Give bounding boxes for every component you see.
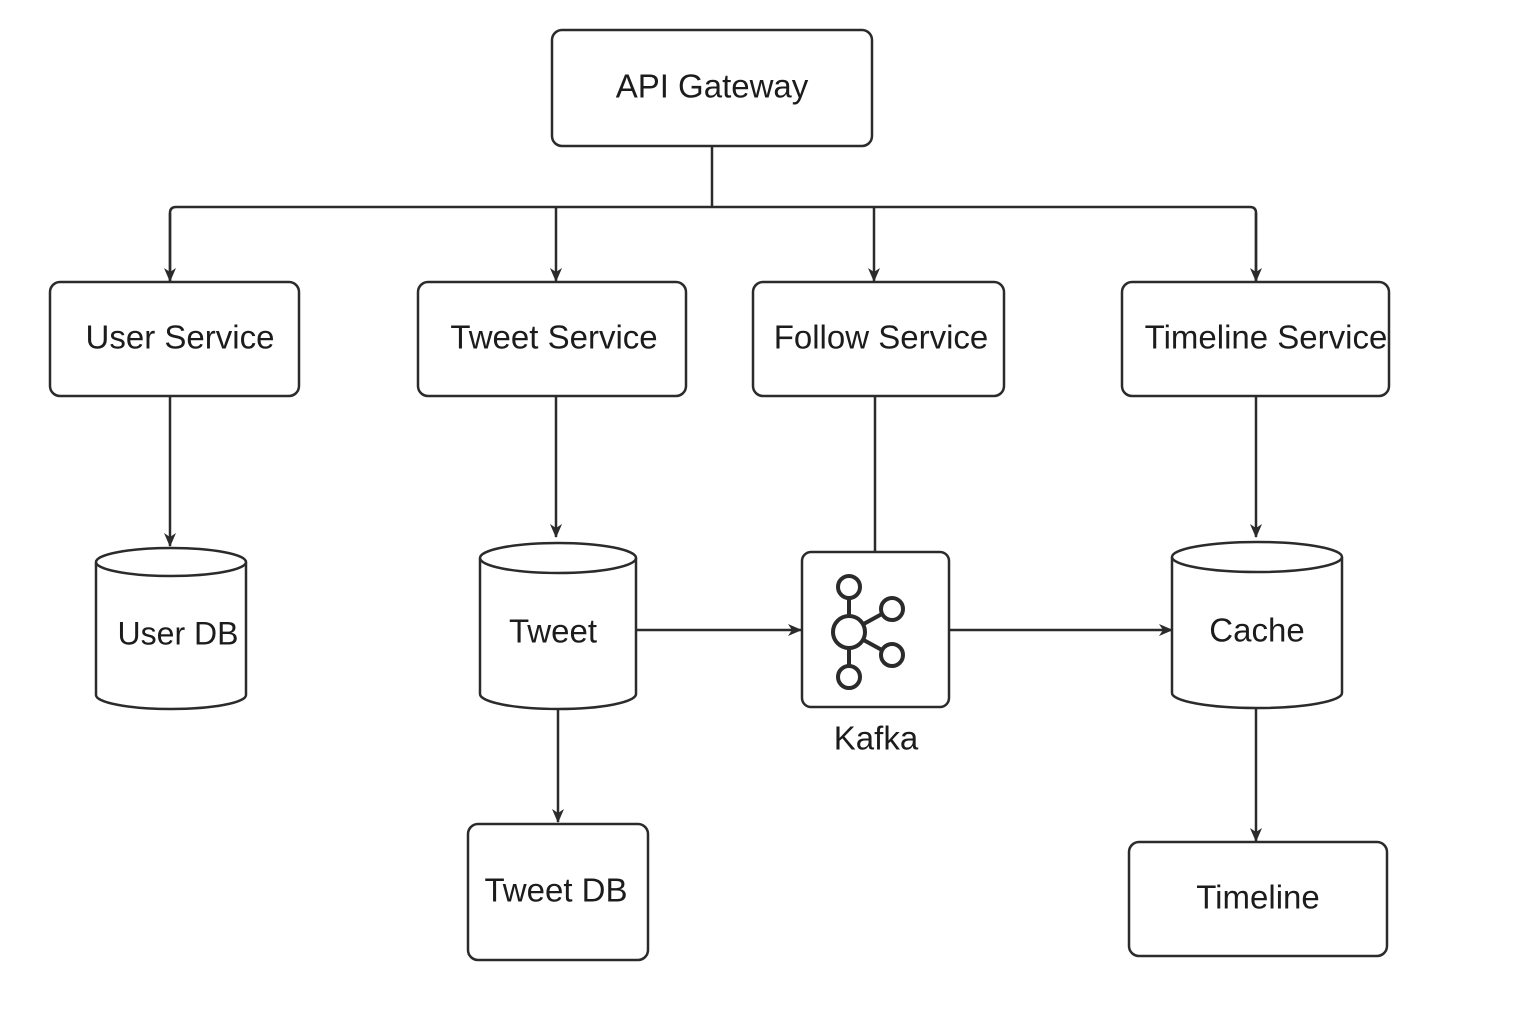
tweet-db-label: Tweet DB	[484, 872, 627, 909]
timeline-service-label: Timeline Service	[1145, 319, 1388, 356]
timeline-node: Timeline	[1127, 840, 1389, 958]
kafka-node: Kafka	[800, 550, 951, 757]
connectors	[164, 147, 1262, 842]
follow-service-label: Follow Service	[774, 319, 989, 356]
tweet-store-node: Tweet	[478, 541, 638, 711]
api-gateway-label: API Gateway	[616, 68, 809, 105]
timeline-label: Timeline	[1196, 879, 1319, 916]
user-db-node: User DB	[94, 546, 248, 711]
api-gateway-node: API Gateway	[550, 28, 874, 148]
tweet-service-label: Tweet Service	[450, 319, 657, 356]
tweet-db-node: Tweet DB	[466, 822, 650, 962]
user-service-node: User Service	[48, 280, 301, 398]
gateway-distribution-line	[168, 205, 1258, 281]
cache-node: Cache	[1170, 540, 1344, 710]
tweet-store-label: Tweet	[509, 613, 597, 650]
user-service-label: User Service	[86, 319, 275, 356]
follow-service-node: Follow Service	[751, 280, 1006, 398]
kafka-label: Kafka	[834, 720, 919, 757]
tweet-service-node: Tweet Service	[416, 280, 688, 398]
cache-label: Cache	[1209, 612, 1304, 649]
timeline-service-node: Timeline Service	[1120, 280, 1391, 398]
kafka-logo-icon	[831, 574, 905, 690]
user-db-label: User DB	[118, 615, 239, 651]
